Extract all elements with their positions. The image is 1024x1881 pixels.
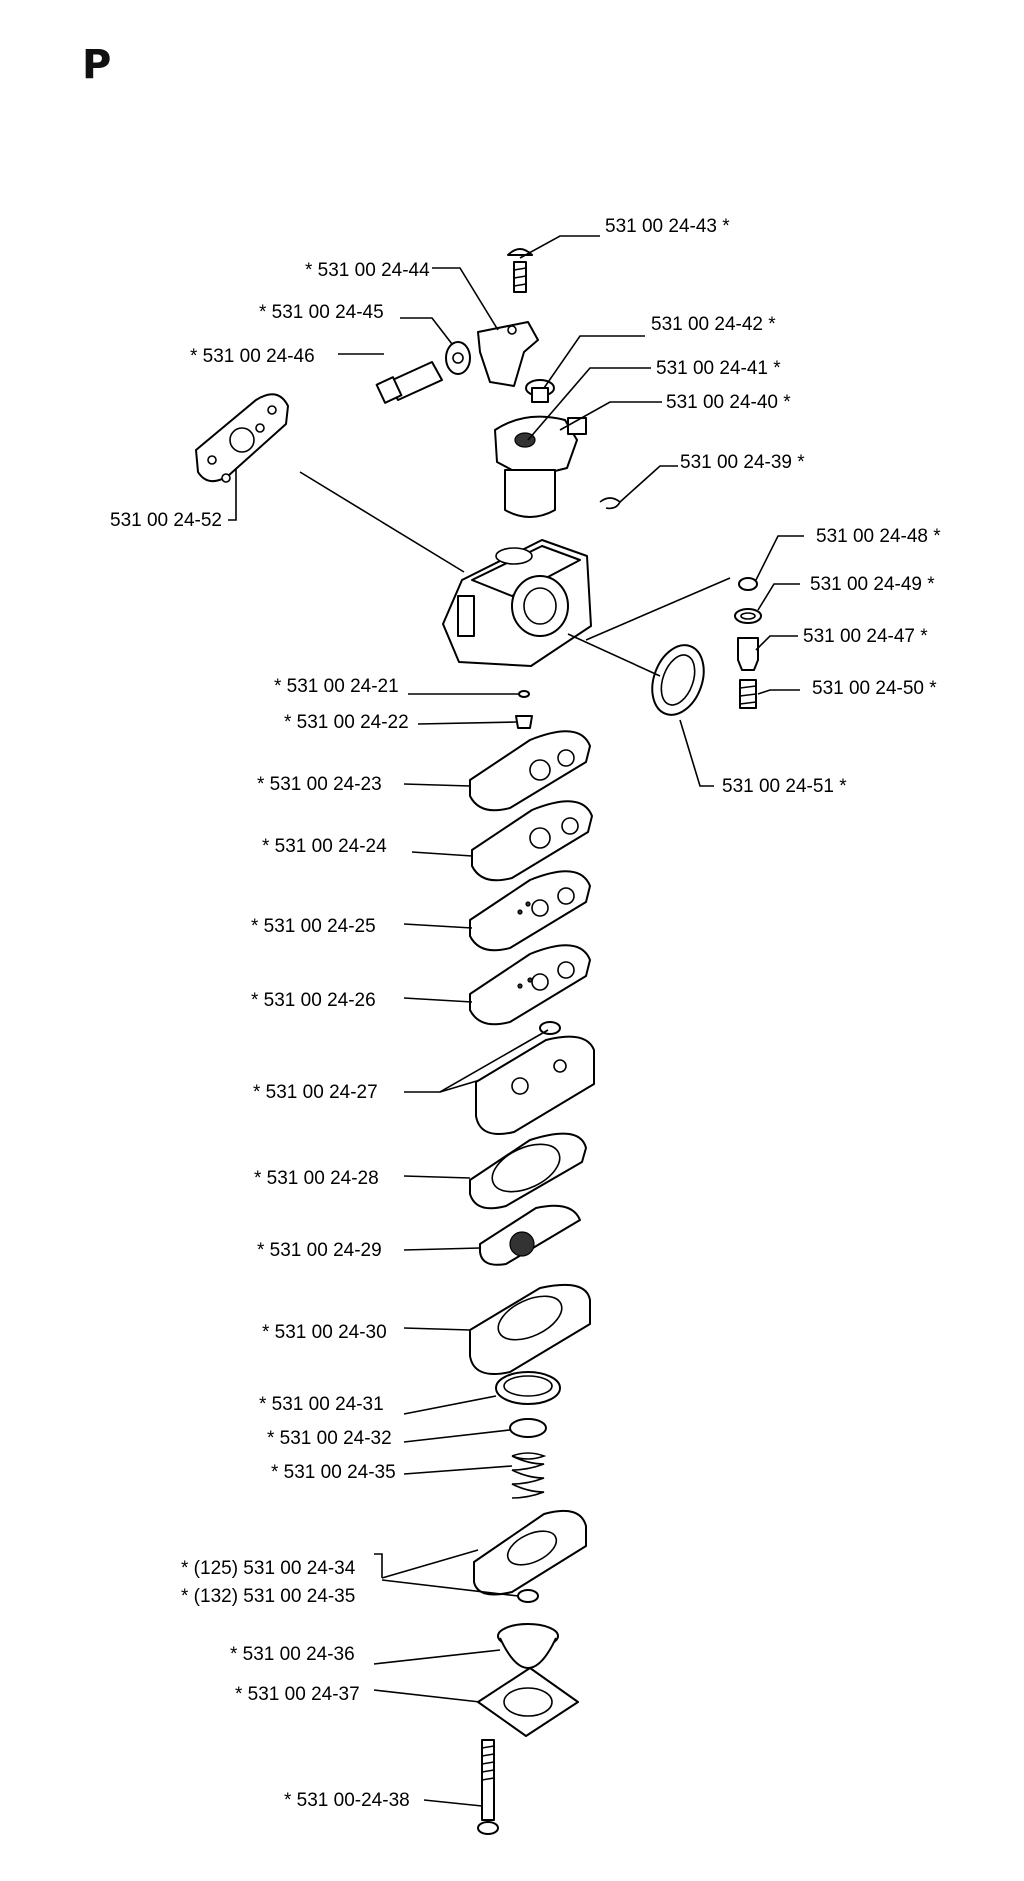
label-531-00-24-34: * (125) 531 00 24-34 [181,1558,356,1579]
part-gasket-24 [471,800,593,882]
label-531-00-24-45: * 531 00 24-45 [259,302,384,323]
part-gasket-23 [469,730,591,812]
part-valve-35 [517,1589,539,1603]
label-531-00-24-21: * 531 00 24-21 [274,676,399,697]
part-small-21-22 [515,690,533,729]
label-531-00-24-35-132: * (132) 531 00 24-35 [181,1586,355,1607]
label-531-00-24-48: 531 00 24-48 * [816,526,941,547]
part-pump-body-27 [475,1021,595,1135]
part-screw-38 [477,1739,499,1835]
label-531-00-24-35: * 531 00 24-35 [271,1462,396,1483]
label-531-00-24-52: 531 00 24-52 [110,510,222,531]
label-531-00-24-49: 531 00 24-49 * [810,574,935,595]
label-531-00-24-43: 531 00 24-43 * [605,216,730,237]
part-plate-37 [477,1667,579,1737]
label-531-00-24-41: 531 00 24-41 * [656,358,781,379]
part-gasket-25 [469,870,591,952]
label-531-00-24-26: * 531 00 24-26 [251,990,376,1011]
part-carburetor-body [442,539,592,667]
label-531-00-24-51: 531 00 24-51 * [722,776,847,797]
label-531-00-24-42: 531 00 24-42 * [651,314,776,335]
part-disc-32 [509,1418,547,1438]
label-531-00-24-31: * 531 00 24-31 [259,1394,384,1415]
part-primer-bulb-36 [497,1623,559,1669]
part-gasket-52 [195,393,289,483]
label-531-00-24-25: * 531 00 24-25 [251,916,376,937]
label-531-00-24-50: 531 00 24-50 * [812,678,937,699]
part-oring-51 [651,644,705,716]
label-531-00-24-28: * 531 00 24-28 [254,1168,379,1189]
label-531-00-24-30: * 531 00 24-30 [262,1322,387,1343]
label-531-00-24-39: 531 00 24-39 * [680,452,805,473]
part-cover-34 [473,1510,587,1596]
label-531-00-24-46: * 531 00 24-46 [190,346,315,367]
section-letter: P [82,42,111,88]
leader-lines [228,235,804,1807]
part-labels: 531 00 24-43 * * 531 00 24-44 * 531 00 2… [110,216,941,1811]
label-531-00-24-22: * 531 00 24-22 [284,712,409,733]
label-531-00-24-29: * 531 00 24-29 [257,1240,382,1261]
part-plug-42 [525,379,555,403]
label-531-00-24-47: 531 00 24-47 * [803,626,928,647]
label-531-00-24-24: * 531 00 24-24 [262,836,387,857]
label-531-00-24-40: 531 00 24-40 * [666,392,791,413]
label-531-00-24-38: * 531 00-24-38 [284,1790,410,1811]
label-531-00-24-23: * 531 00 24-23 [257,774,382,795]
part-gasket-28 [469,1132,587,1210]
part-body-30 [469,1284,591,1375]
label-531-00-24-44: * 531 00 24-44 [305,260,430,281]
part-spring-35 [511,1452,547,1499]
label-531-00-24-37: * 531 00 24-37 [235,1684,360,1705]
label-531-00-24-27: * 531 00 24-27 [253,1082,378,1103]
label-531-00-24-36: * 531 00 24-36 [230,1644,355,1665]
part-gasket-26 [469,944,591,1026]
part-nut-45 [445,341,471,375]
part-bolt-46 [375,361,443,404]
part-diaphragm-31 [495,1371,561,1405]
part-screw-43 [507,248,533,293]
part-bracket-44 [477,321,539,387]
part-needle-48-50 [734,577,762,709]
label-531-00-24-32: * 531 00 24-32 [267,1428,392,1449]
part-clip-39 [599,497,622,510]
part-diaphragm-29 [479,1204,581,1266]
part-throttle-lever-40 [494,415,587,518]
